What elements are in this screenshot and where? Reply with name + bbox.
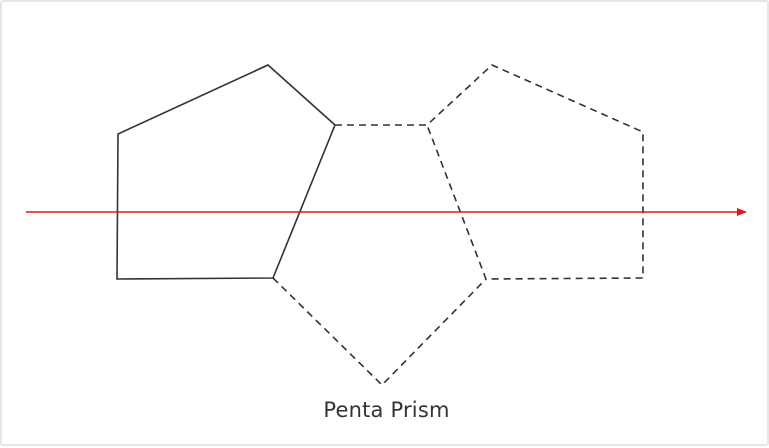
unfolded-pentagon-lower-dashed bbox=[272, 277, 487, 387]
unfolded-pentagon-upper-dashed bbox=[335, 64, 644, 280]
diagram-caption: Penta Prism bbox=[323, 398, 450, 422]
penta-prism-solid-outline bbox=[116, 64, 336, 280]
